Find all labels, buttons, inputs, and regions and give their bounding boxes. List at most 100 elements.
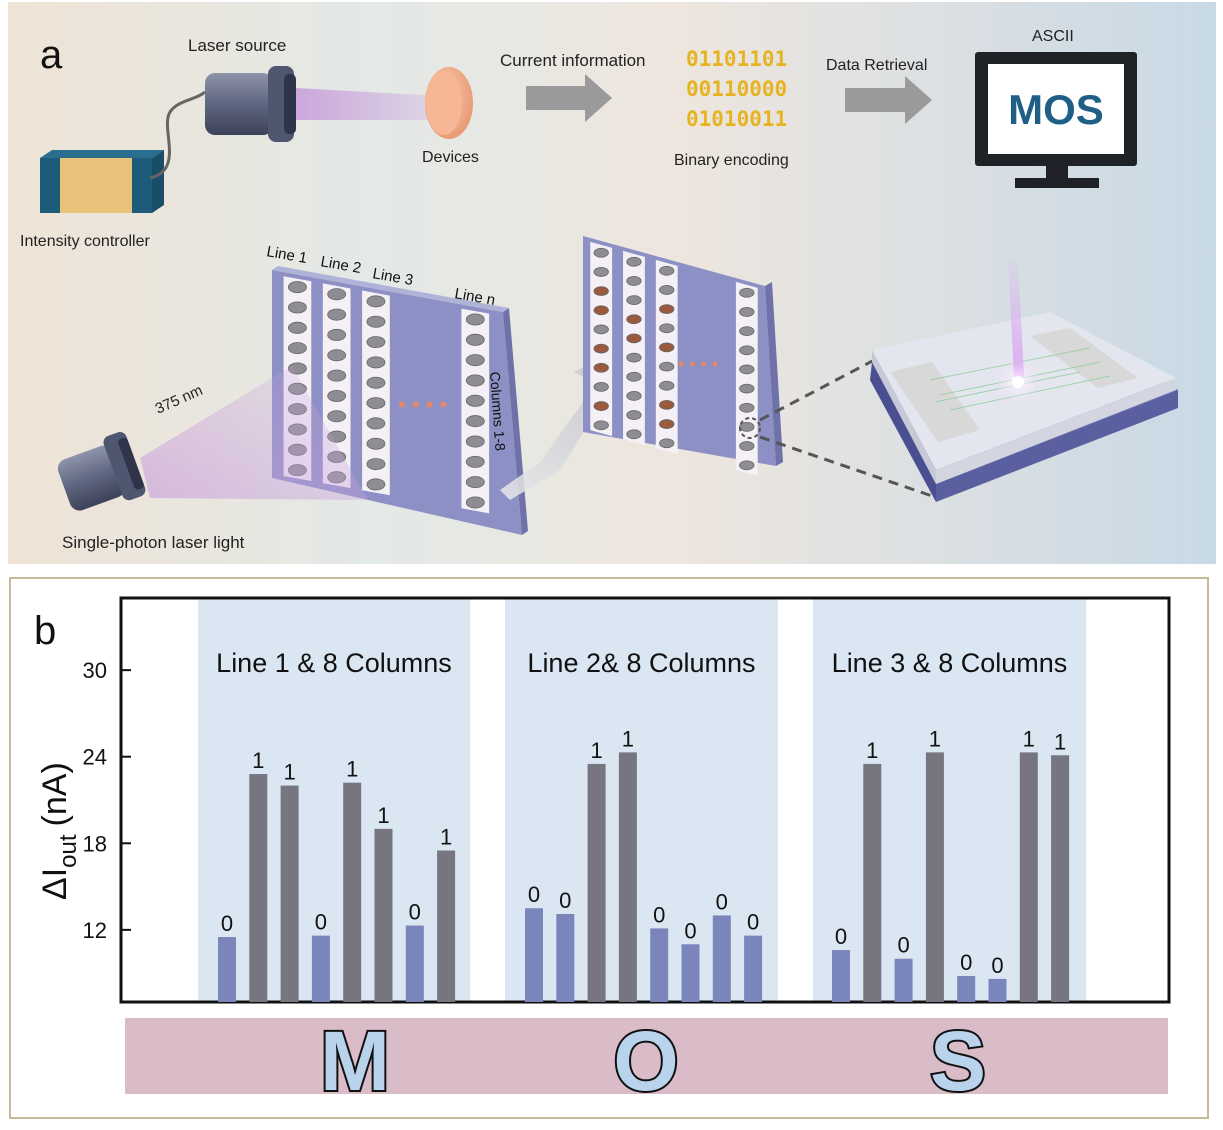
line-label: Line 3: [371, 265, 414, 289]
device-cell: [626, 333, 642, 344]
device-cell: [739, 460, 755, 471]
device-cell: [465, 415, 485, 428]
bar-bit-label: 0: [747, 910, 759, 935]
bar: [957, 976, 976, 1002]
bar-bit-label: 1: [929, 726, 941, 751]
group-background: [198, 598, 470, 1002]
intensity-controller-icon: [40, 150, 164, 213]
device-cell: [366, 417, 386, 430]
device-cell: [626, 429, 642, 440]
device-cell: [659, 323, 675, 334]
device-cell: [659, 400, 675, 410]
device-cell: [659, 438, 675, 449]
group-background: [813, 598, 1086, 1002]
device-cell: [465, 374, 485, 387]
binary-encoding-label: Binary encoding: [674, 152, 789, 169]
line-label: Line 2: [319, 253, 362, 277]
line-label: Line 1: [265, 243, 308, 267]
bar-bit-label: 0: [716, 889, 728, 914]
bar: [1051, 755, 1070, 1002]
bar-bit-label: 0: [559, 888, 571, 913]
bar-bit-label: 1: [440, 825, 452, 850]
device-cell: [287, 281, 307, 294]
bar: [1019, 752, 1038, 1002]
device-cell: [366, 295, 386, 308]
device-cell: [659, 380, 675, 391]
bar: [925, 752, 944, 1002]
device-cell: [659, 419, 675, 429]
device-cell: [659, 265, 675, 276]
intensity-controller-label: Intensity controller: [20, 233, 151, 250]
device-cell: [593, 362, 609, 373]
bar-bit-label: 1: [590, 738, 602, 763]
device-cell: [327, 349, 347, 362]
device-cell: [287, 342, 307, 355]
laser-beam: [296, 88, 440, 120]
device-cell: [593, 420, 609, 431]
single-photon-label: Single-photon laser light: [62, 533, 245, 552]
device-cell: [593, 286, 609, 296]
device-cell: [366, 356, 386, 369]
letter-o: O: [613, 1014, 678, 1108]
device-cell: [465, 435, 485, 448]
bar-bit-label: 0: [221, 911, 233, 936]
arrow-right-icon: [845, 76, 932, 124]
device-cell: [739, 402, 755, 413]
device-cell: [465, 476, 485, 489]
bar-bit-label: 0: [684, 918, 696, 943]
device-cell: [626, 371, 642, 382]
device-cell: [327, 389, 347, 402]
bar-bit-label: 0: [960, 950, 972, 975]
ellipsis-dots: • • • •: [398, 392, 447, 417]
binary-line: 00110000: [686, 77, 787, 101]
device-cell: [465, 455, 485, 468]
arrow-right-icon: [526, 74, 612, 122]
binary-line: 01101101: [686, 47, 787, 71]
panel-a: a Intensity controller Laser source Devi…: [8, 2, 1216, 564]
device-cell: [593, 324, 609, 335]
group-title: Line 1 & 8 Columns: [216, 648, 452, 678]
device-cell: [465, 496, 485, 509]
bar-bit-label: 1: [1054, 729, 1066, 754]
bar: [525, 908, 543, 1002]
letter-ribbon: [125, 1018, 1168, 1094]
device-cell: [626, 295, 642, 305]
device-cell: [739, 364, 755, 375]
bar: [650, 928, 669, 1002]
device-cell: [626, 276, 642, 286]
laser-light-cone: [140, 366, 368, 500]
bar: [311, 935, 330, 1002]
device-cell: [593, 305, 609, 316]
device-cell: [366, 397, 386, 410]
device-cell: [366, 458, 386, 471]
device-cell: [366, 315, 386, 328]
binary-code-block: 01101101 00110000 01010011: [686, 47, 787, 131]
device-cell: [465, 333, 485, 346]
device-cell: [327, 369, 347, 382]
device-cell: [659, 361, 675, 372]
bar: [556, 913, 575, 1002]
device-cell: [465, 354, 485, 367]
data-retrieval-label: Data Retrieval: [826, 57, 927, 74]
device-cell: [593, 247, 609, 258]
device-cell: [593, 382, 609, 392]
device-cell: [739, 383, 755, 394]
bar: [894, 958, 913, 1002]
y-tick-label: 18: [83, 831, 107, 856]
device-cell: [366, 336, 386, 349]
device-array-plate-2: • • • •: [583, 236, 783, 477]
device-cell: [327, 410, 347, 423]
ascii-label: ASCII: [1032, 28, 1074, 45]
device-cell: [593, 401, 609, 411]
device-cell: [366, 478, 386, 491]
single-photon-laser-icon: [57, 432, 146, 511]
device-cell: [593, 267, 609, 277]
zoom-circle: [739, 417, 761, 439]
bar: [681, 944, 700, 1002]
bar-bit-label: 1: [1023, 726, 1035, 751]
device-cell: [465, 394, 485, 407]
